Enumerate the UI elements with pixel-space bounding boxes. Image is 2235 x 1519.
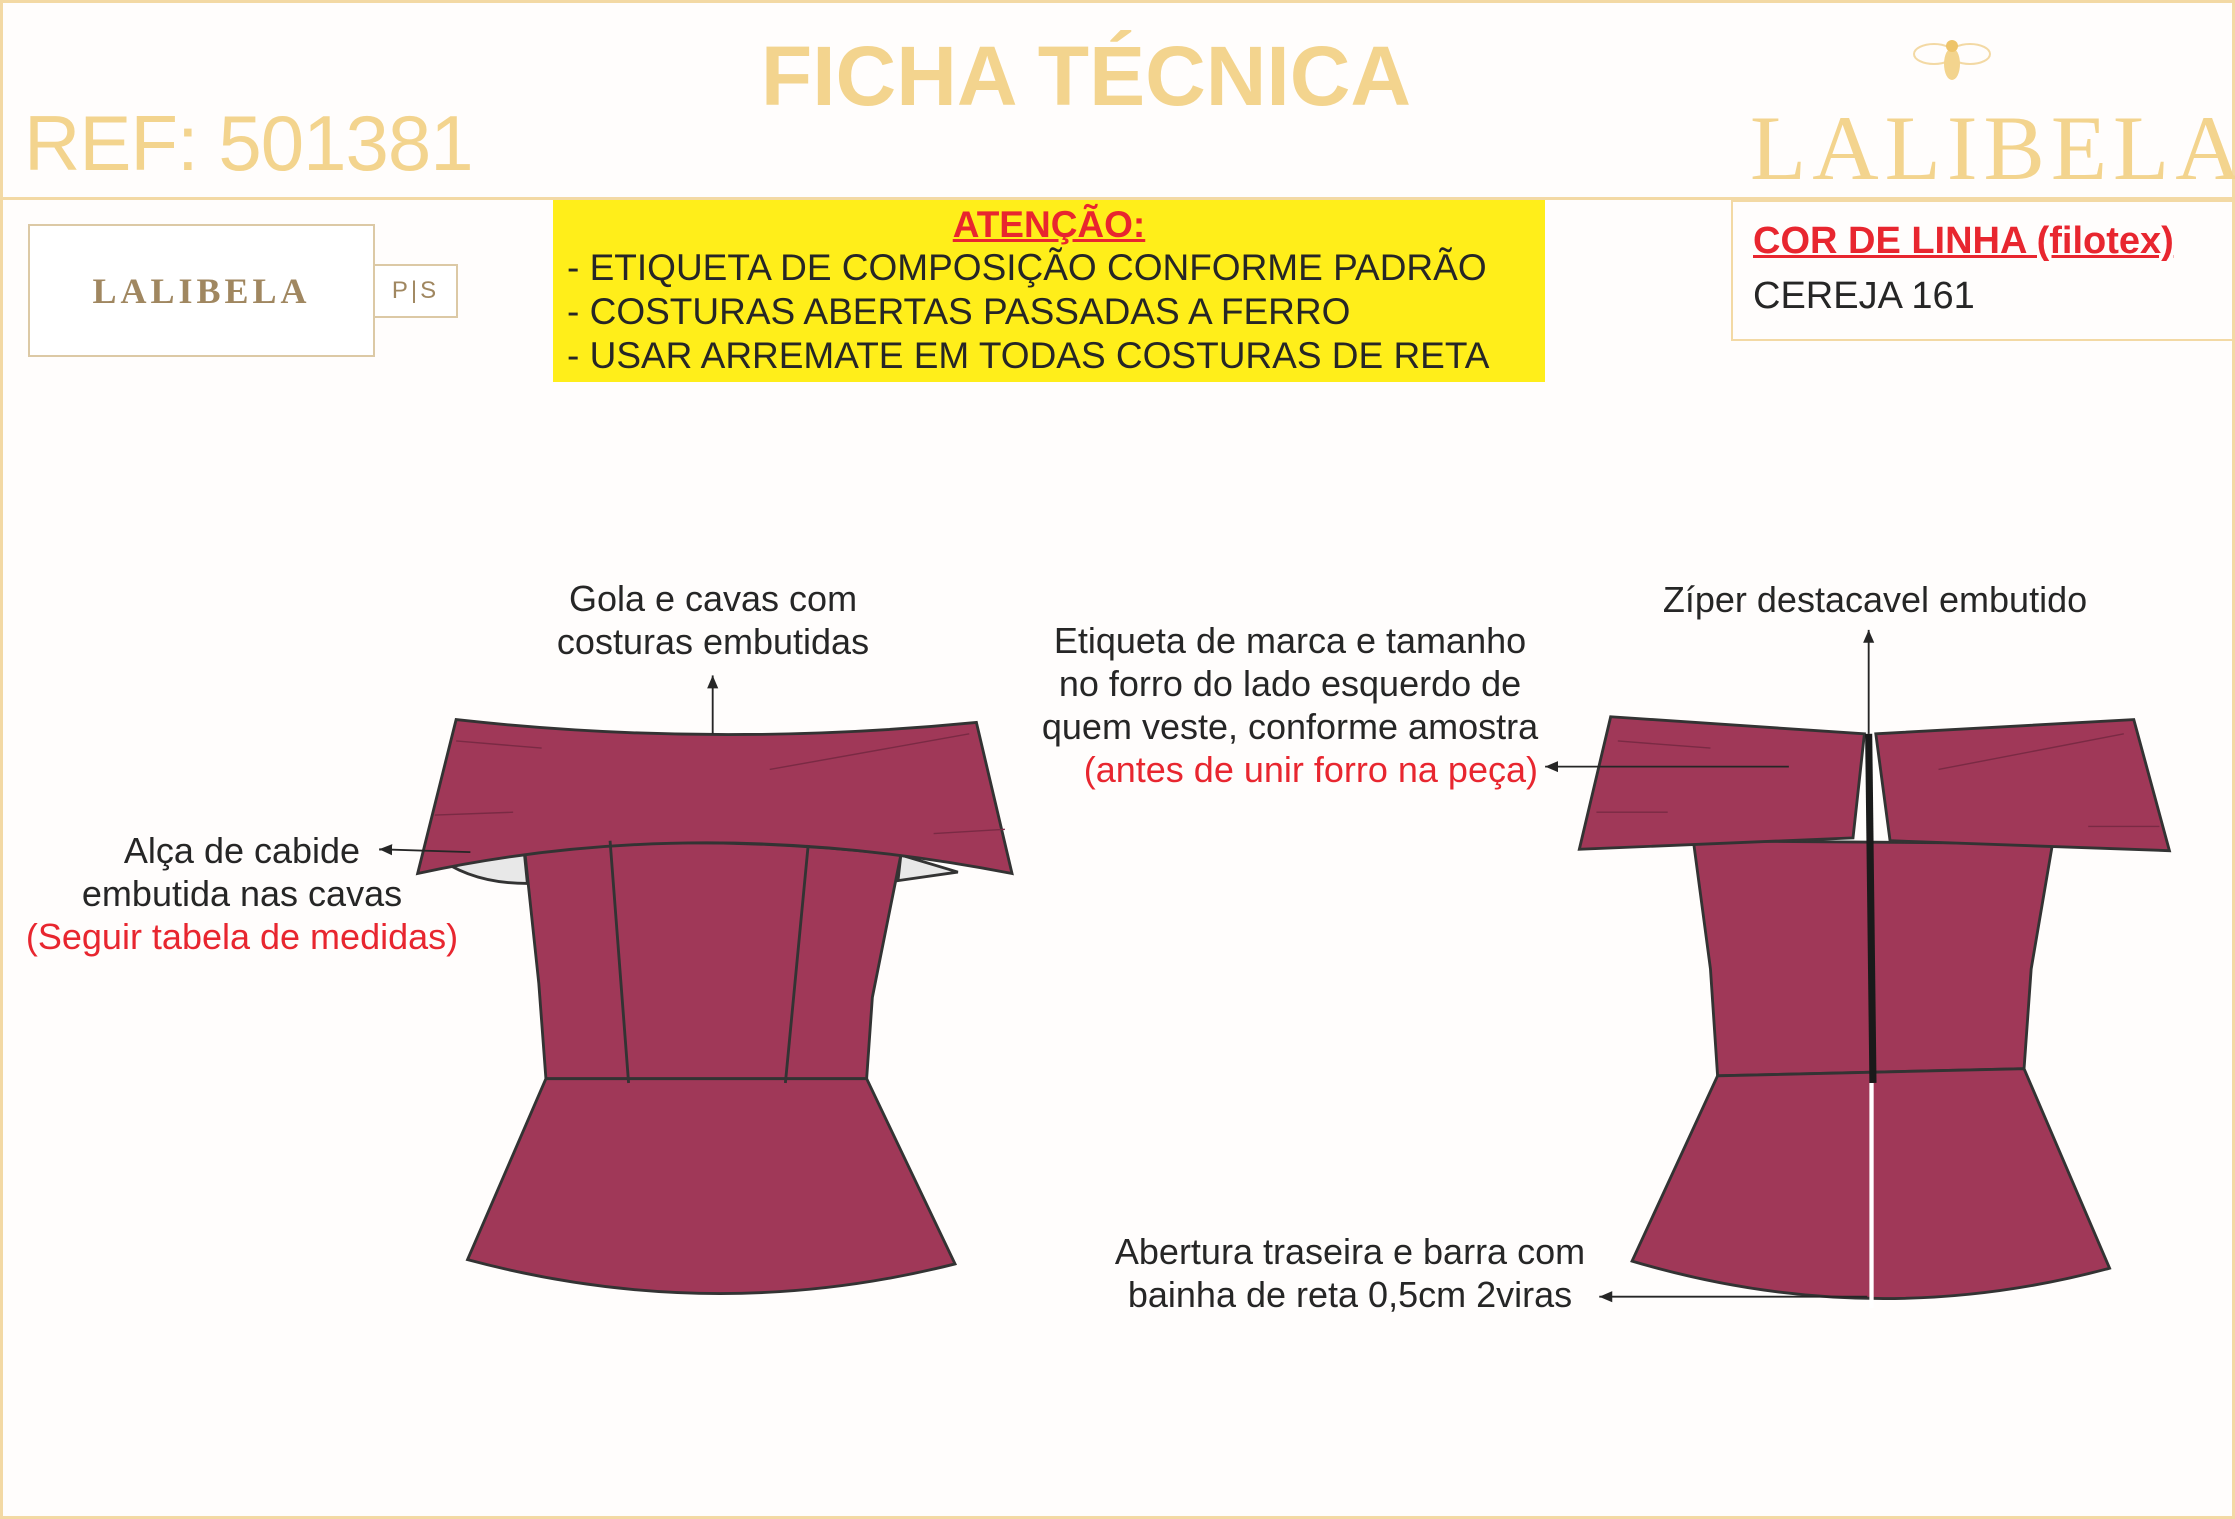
reference-number: REF: 501381 [24, 99, 474, 187]
note-line: (antes de unir forro na peça) [1083, 749, 1538, 790]
size-label-sample: P|S [373, 264, 458, 318]
attention-line: - ETIQUETA DE COMPOSIÇÃO CONFORME PADRÃO [567, 247, 1487, 288]
note-hanger-loop: Alça de cabide embutida nas cavas (Segui… [0, 829, 484, 958]
brand-logo: LALIBELA [1750, 97, 2235, 199]
attention-line: - COSTURAS ABERTAS PASSADAS A FERRO [567, 291, 1351, 332]
note-brand-tag: Etiqueta de marca e tamanho no forro do … [1000, 619, 1580, 791]
annotation-arrows [379, 629, 1875, 1303]
note-line: bainha de reta 0,5cm 2viras [1127, 1274, 1573, 1315]
note-line: Abertura traseira e barra com [1114, 1231, 1586, 1272]
note-collar: Gola e cavas com costuras embutidas [513, 577, 913, 663]
bee-icon [1913, 40, 1991, 80]
note-line: no forro do lado esquerdo de [1058, 663, 1522, 704]
attention-heading: ATENÇÃO: [952, 204, 1146, 245]
note-zipper: Zíper destacavel embutido [1662, 579, 2088, 620]
note-hem: Abertura traseira e barra com bainha de … [1060, 1230, 1640, 1316]
thread-color-heading: COR DE LINHA (filotex) [1753, 220, 2174, 262]
header-divider [0, 197, 2235, 200]
note-line: Alça de cabide [123, 830, 361, 871]
note-line: Gola e cavas com [568, 578, 858, 619]
page-title: FICHA TÉCNICA [760, 29, 1412, 123]
note-line: quem veste, conforme amostra [1041, 706, 1539, 747]
attention-line: - USAR ARREMATE EM TODAS COSTURAS DE RET… [567, 335, 1490, 376]
note-line: embutida nas cavas [81, 873, 403, 914]
thread-color-box: COR DE LINHA (filotex) CEREJA 161 [1731, 200, 2233, 341]
attention-box: ATENÇÃO: - ETIQUETA DE COMPOSIÇÃO CONFOR… [553, 200, 1545, 382]
thread-color-value: CEREJA 161 [1753, 275, 1975, 317]
back-view [1577, 715, 2172, 1309]
note-line: costuras embutidas [556, 621, 870, 662]
front-view [415, 718, 1014, 1295]
brand-label-sample: LALIBELA [28, 224, 375, 357]
note-line: Etiqueta de marca e tamanho [1053, 620, 1527, 661]
note-line: (Seguir tabela de medidas) [25, 916, 459, 957]
